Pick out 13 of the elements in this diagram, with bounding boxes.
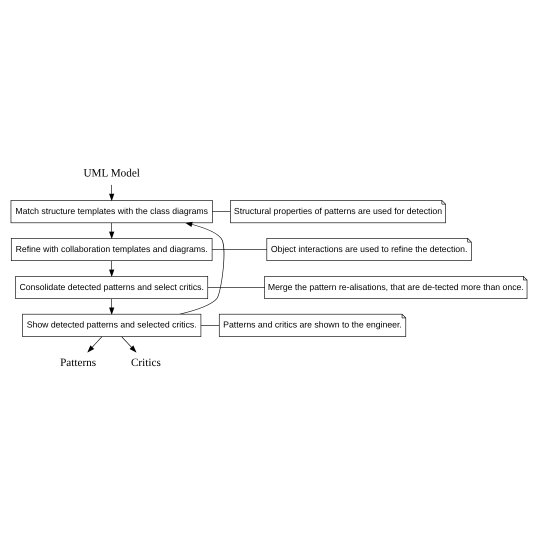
connector xyxy=(200,324,220,326)
connector xyxy=(212,248,268,250)
arrow xyxy=(121,336,137,352)
node-box: Refine with collaboration templates and diagrams. xyxy=(10,238,212,261)
node-box: Consolidate detected patterns and select critics. xyxy=(15,275,208,298)
node-box: Match structure templates with the class diagrams xyxy=(10,200,213,223)
node-box: Show detected patterns and selected critics. xyxy=(22,313,202,336)
node-text: Critics xyxy=(130,356,161,369)
node-text: UML Model xyxy=(83,166,140,179)
node-text: Patterns xyxy=(60,356,96,369)
connector xyxy=(212,210,231,212)
arrow xyxy=(87,336,102,352)
connector xyxy=(208,286,265,288)
